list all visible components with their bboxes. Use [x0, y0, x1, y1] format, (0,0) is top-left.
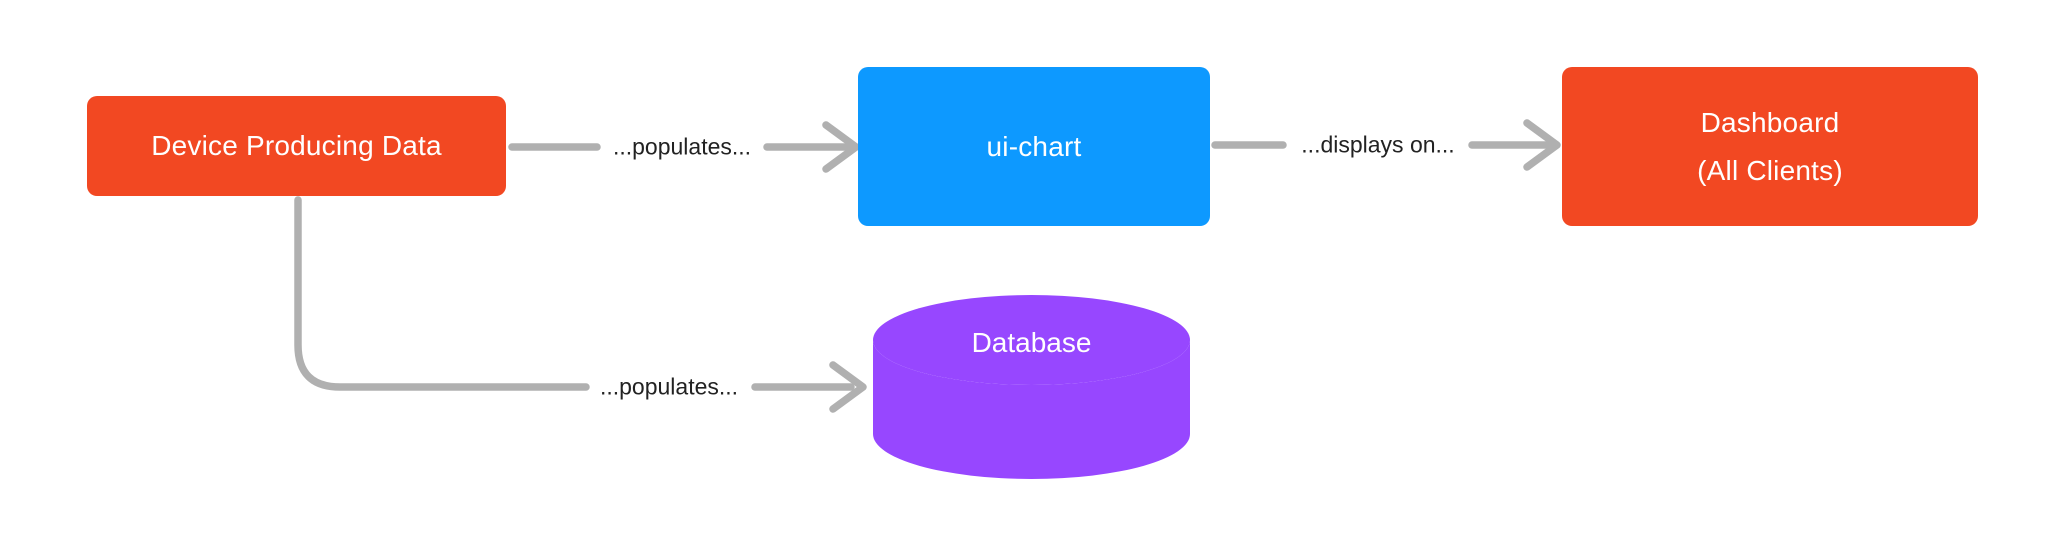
- arrowhead-icon: [822, 121, 860, 173]
- node-database-label: Database: [971, 327, 1092, 358]
- edge-label-populates-top: ...populates...: [612, 133, 752, 160]
- edge-segment: [294, 196, 590, 391]
- node-label-line-1: Dashboard: [1700, 106, 1840, 138]
- node-label-line-2: (All Clients): [1697, 154, 1843, 186]
- edge-uichart-to-dashboard: [1211, 119, 1561, 171]
- edge-label-displays-on: ...displays on...: [1301, 131, 1455, 158]
- node-label: ui-chart: [986, 130, 1082, 162]
- arrowhead-icon: [1523, 119, 1561, 171]
- cylinder-body: [873, 340, 1190, 479]
- edge-label-populates-bottom: ...populates...: [599, 373, 739, 400]
- node-device-producing-data: Device Producing Data: [87, 96, 506, 196]
- node-dashboard: Dashboard (All Clients): [1562, 67, 1978, 226]
- edge-device-to-uichart: [508, 121, 860, 173]
- edge-device-to-database: [294, 196, 867, 413]
- node-database: [873, 295, 1190, 479]
- node-ui-chart: ui-chart: [858, 67, 1210, 226]
- node-label: Device Producing Data: [151, 130, 442, 161]
- cylinder-top: [873, 295, 1190, 385]
- arrowhead-icon: [829, 361, 867, 413]
